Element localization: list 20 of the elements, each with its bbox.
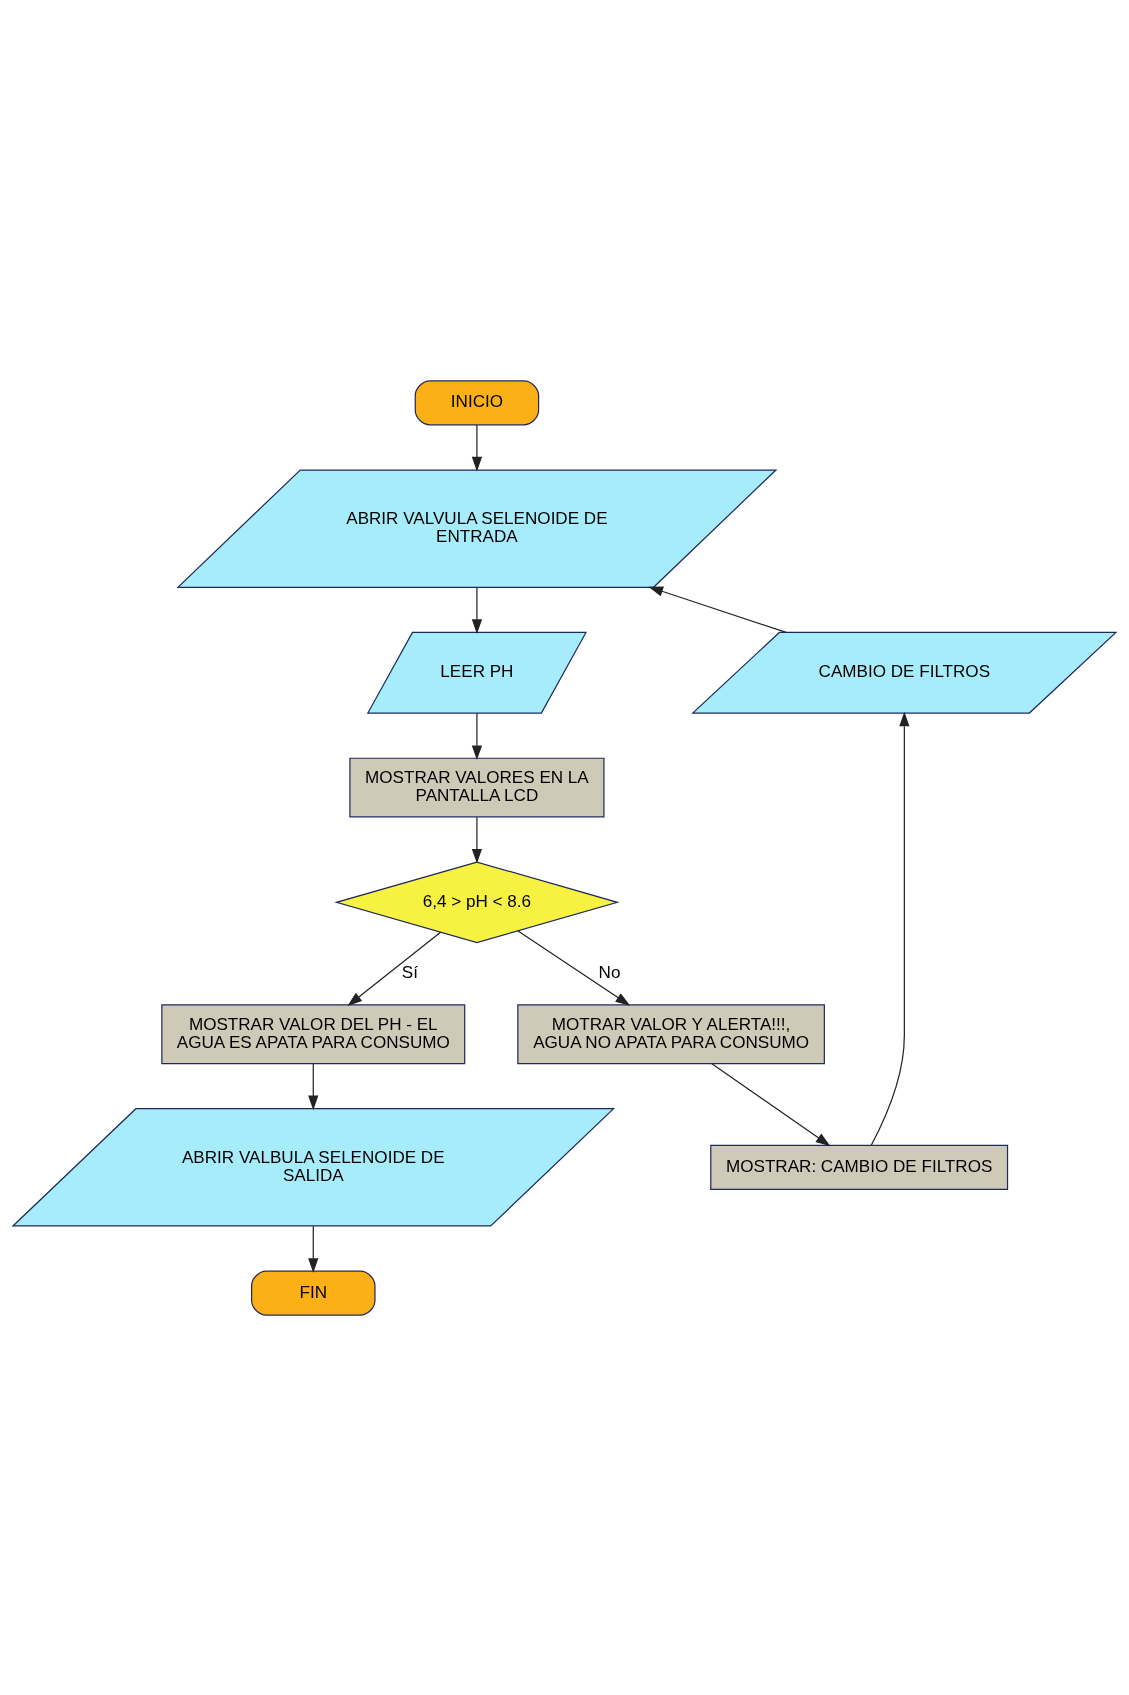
node-box: MOTRAR VALOR Y ALERTA!!!, AGUA NO APATA PARA CONSUMO: [517, 1003, 825, 1064]
edge-label: Sí: [401, 962, 418, 982]
node-box: MOSTRAR VALORES EN LA PANTALLA LCD: [349, 757, 605, 817]
node-diamond: 6,4 > pH < 8.6: [334, 860, 620, 943]
arrow: [471, 712, 483, 760]
edge-label: No: [598, 962, 621, 982]
node-box: MOSTRAR VALOR DEL PH - EL AGUA ES APATA PARA CONSUMO: [161, 1003, 466, 1064]
node-box: MOSTRAR: CAMBIO DE FILTROS: [710, 1144, 1009, 1190]
arrow: [648, 585, 787, 633]
arrow: [471, 816, 483, 864]
arrow: [517, 929, 631, 1006]
arrow: [308, 1062, 319, 1110]
arrow: [347, 931, 442, 1006]
arrow: [471, 586, 483, 634]
arrow: [471, 423, 483, 472]
arrow: [711, 1062, 831, 1146]
arrow: [308, 1225, 319, 1273]
arrow: [870, 711, 910, 1146]
node-box: FIN: [251, 1270, 376, 1316]
node-box: INICIO: [414, 379, 540, 425]
